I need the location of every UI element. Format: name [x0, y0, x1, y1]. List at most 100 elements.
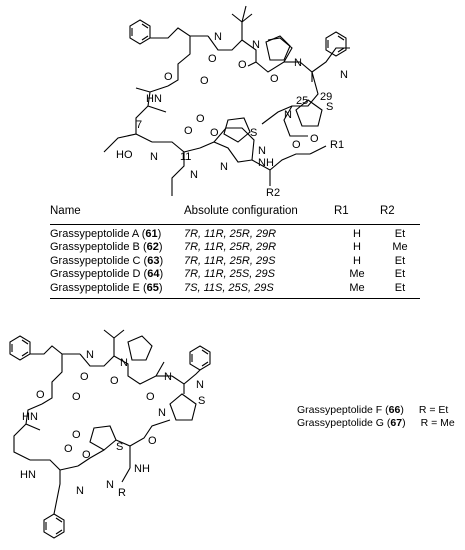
atom-label: O: [146, 391, 155, 403]
atom-label: N: [258, 157, 266, 169]
r2-cell: Et: [394, 268, 406, 280]
compound-name: Grassypeptolide E: [50, 281, 140, 294]
configuration-cell: 7R, 11R, 25S, 29S: [184, 268, 275, 280]
atom-label: H: [22, 411, 30, 423]
phenyl-ring-3: [9, 335, 31, 361]
compound-name: Grassypeptolide D: [50, 268, 141, 280]
atom-label: 7: [136, 119, 142, 131]
atom-label: HO: [116, 149, 133, 161]
compound-name-cell: Grassypeptolide E (65): [50, 281, 163, 294]
phenyl-ring-2: [325, 31, 347, 57]
atom-label: N: [120, 357, 128, 369]
legend-row: Grassypeptolide F (66)R = Et: [297, 404, 449, 416]
phenyl-ring-1: [129, 19, 151, 45]
table-header-row: Name Absolute configuration R1 R2: [50, 205, 420, 224]
atom-label: H: [142, 463, 150, 475]
atom-label: N: [150, 151, 158, 163]
atom-label: O: [36, 389, 45, 401]
atom-label: O: [110, 375, 119, 387]
atom-label: N: [154, 93, 162, 105]
atom-label: N: [294, 57, 302, 69]
atom-label: 25: [296, 95, 308, 107]
legend-row: Grassypeptolide G (67)R = Me: [297, 417, 455, 429]
atom-label: 11: [180, 151, 191, 163]
r1-cell: Me: [349, 268, 365, 280]
atom-label: O: [208, 53, 217, 65]
atom-label: S: [116, 441, 123, 453]
r2-cell: Me: [392, 241, 408, 253]
compound-name-cell: Grassypeptolide A (61): [50, 227, 162, 240]
atom-label: O: [196, 113, 205, 125]
table-row: Grassypeptolide D (64) 7R, 11R, 25S, 29S…: [50, 268, 420, 282]
atom-label: O: [80, 371, 89, 383]
compound-number: 64: [147, 268, 160, 280]
atom-label: H: [146, 93, 154, 105]
phenyl-ring-4: [189, 345, 211, 371]
atom-label: H: [266, 157, 274, 169]
atom-label: N: [76, 485, 84, 497]
compound-number: 61: [145, 227, 158, 240]
atom-label: O: [200, 75, 209, 87]
configuration-cell: 7R, 11R, 25R, 29R: [184, 227, 277, 240]
atom-label: S: [198, 395, 205, 407]
atom-label: O: [164, 71, 173, 83]
configuration-cell: 7S, 11S, 25S, 29S: [184, 281, 274, 294]
structure-grassypeptolides-f-g: O O O N N O N O H N N O H N O N O S N N …: [9, 329, 211, 539]
compound-name: Grassypeptolide C: [50, 254, 141, 267]
header-absolute-configuration: Absolute configuration: [184, 205, 298, 217]
compound-name: Grassypeptolide A: [50, 227, 139, 240]
legend-number: 66: [388, 404, 401, 416]
phenyl-ring-5: [43, 513, 65, 539]
compound-legend: Grassypeptolide F (66)R = Et Grassypepto…: [297, 404, 455, 430]
header-r1: R1: [334, 205, 349, 217]
atom-label: N: [30, 411, 38, 423]
r1-cell: H: [353, 254, 361, 267]
thiazoline-ring-4: [89, 425, 117, 451]
legend-name: Grassypeptolide F: [297, 404, 383, 416]
r2-cell: Et: [394, 254, 406, 267]
table-row: Grassypeptolide B (62) 7R, 11R, 25R, 29R…: [50, 241, 420, 255]
r1-cell: H: [353, 227, 361, 240]
atom-label: N: [214, 31, 222, 43]
atom-labels-1: O O O N N O N O H N N O HO 7 N O N 11 O …: [116, 31, 348, 199]
atom-label: N: [252, 39, 260, 51]
compound-name: Grassypeptolide B: [50, 241, 140, 253]
compound-number: 63: [147, 254, 160, 267]
header-r2: R2: [380, 205, 395, 217]
r1-cell: H: [353, 241, 361, 253]
atom-label: R1: [330, 139, 344, 151]
thiazoline-ring-1: [295, 99, 323, 127]
atom-label: O: [210, 127, 219, 139]
r2-cell: Et: [394, 227, 406, 240]
compound-name-cell: Grassypeptolide B (62): [50, 241, 163, 253]
atom-label: O: [184, 125, 193, 137]
atom-label: 29: [320, 91, 332, 103]
compound-name-cell: Grassypeptolide D (64): [50, 268, 164, 280]
atom-label: O: [64, 443, 73, 455]
atom-label: R2: [266, 187, 280, 199]
atom-label: N: [106, 479, 114, 491]
table-row: Grassypeptolide E (65) 7S, 11S, 25S, 29S…: [50, 282, 420, 299]
atom-label: O: [310, 133, 319, 145]
thiazoline-ring-2: [223, 117, 251, 143]
atom-label: N: [190, 169, 198, 181]
atom-label: N: [340, 69, 348, 81]
thiazoline-ring-3: [169, 393, 197, 421]
atom-label: O: [72, 391, 81, 403]
atom-label: H: [20, 469, 28, 481]
atom-label: N: [134, 463, 142, 475]
table-row: Grassypeptolide C (63) 7R, 11R, 25R, 29S…: [50, 255, 420, 269]
atom-label: S: [250, 127, 257, 139]
legend-name: Grassypeptolide G: [297, 417, 384, 429]
atom-label: N: [28, 469, 36, 481]
atom-label: N: [86, 349, 94, 361]
atom-label: N: [258, 145, 266, 157]
configuration-table: Name Absolute configuration R1 R2 Grassy…: [50, 205, 420, 299]
compound-name-cell: Grassypeptolide C (63): [50, 254, 164, 267]
atom-label: N: [158, 407, 166, 419]
table-row: Grassypeptolide A (61) 7R, 11R, 25R, 29R…: [50, 224, 420, 241]
atom-label: O: [292, 139, 301, 151]
header-name: Name: [50, 205, 81, 217]
legend-r-value: R = Et: [418, 404, 449, 416]
compound-number: 65: [146, 281, 159, 294]
